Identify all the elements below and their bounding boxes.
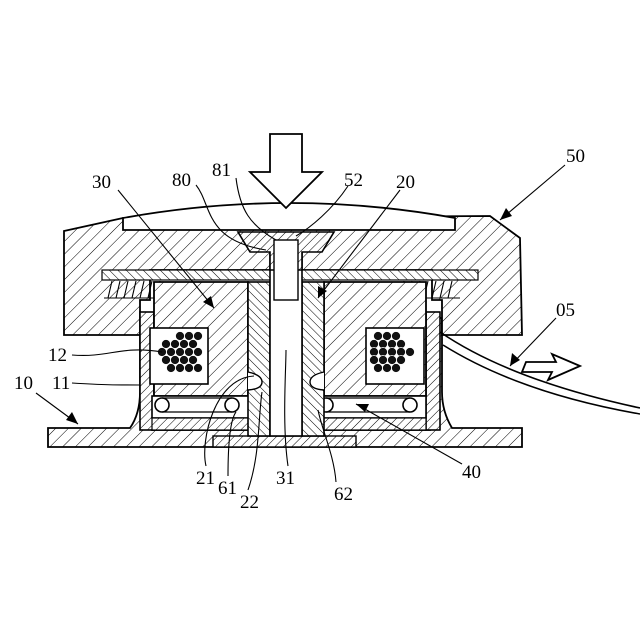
label-20: 20 bbox=[396, 172, 415, 193]
label-40: 40 bbox=[462, 462, 481, 483]
label-81: 81 bbox=[212, 160, 231, 181]
cap-press-face bbox=[123, 203, 455, 230]
label-05: 05 bbox=[556, 300, 575, 321]
label-50: 50 bbox=[566, 146, 585, 167]
center-sleeve-left bbox=[248, 282, 270, 436]
label-22: 22 bbox=[240, 492, 259, 513]
label-31: 31 bbox=[276, 468, 295, 489]
base-center-slot bbox=[213, 436, 356, 447]
label-52: 52 bbox=[344, 170, 363, 191]
cable-05 bbox=[440, 332, 640, 414]
label-10: 10 bbox=[14, 373, 33, 394]
label-62: 62 bbox=[334, 484, 353, 505]
force-arrow-side bbox=[522, 354, 580, 380]
label-61: 61 bbox=[218, 478, 237, 499]
force-arrow-down bbox=[250, 134, 322, 208]
label-12: 12 bbox=[48, 345, 67, 366]
center-sleeve-right bbox=[302, 282, 324, 436]
label-30: 30 bbox=[92, 172, 111, 193]
top-nut-bore bbox=[274, 240, 298, 300]
label-21: 21 bbox=[196, 468, 215, 489]
label-11: 11 bbox=[52, 373, 70, 394]
label-80: 80 bbox=[172, 170, 191, 191]
housing-wall-right bbox=[426, 312, 440, 430]
